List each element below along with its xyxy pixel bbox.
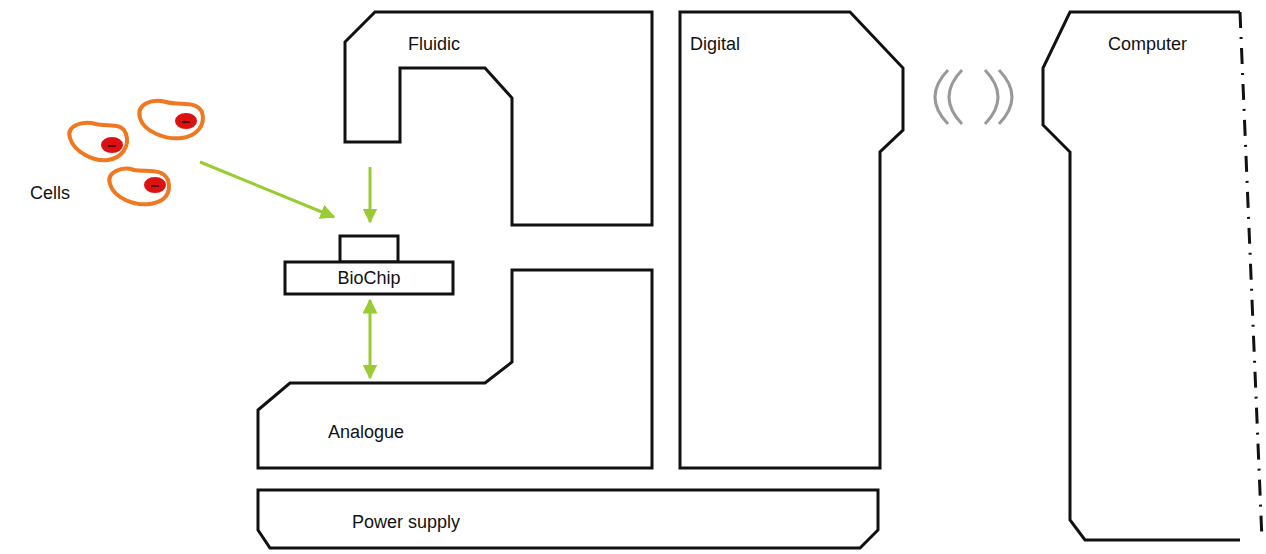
- module-label: Fluidic: [408, 33, 460, 55]
- outline-path: [680, 12, 903, 468]
- fluidic-module: Fluidic: [343, 10, 654, 227]
- outline-path: [258, 270, 652, 468]
- module-label: Digital: [690, 33, 740, 55]
- connector-arrow: [369, 300, 372, 378]
- module-label: Power supply: [352, 511, 460, 533]
- digital-module: Digital: [678, 10, 905, 470]
- analogue-module: Analogue: [256, 268, 654, 470]
- chip-outline: [285, 262, 453, 294]
- outline: [343, 10, 654, 227]
- module-label: Computer: [1108, 33, 1187, 55]
- chip-outline: [340, 236, 398, 262]
- connector-arrow: [369, 167, 372, 222]
- outline-path: [345, 12, 652, 225]
- cell: [139, 101, 203, 139]
- biochip: BioChip: [285, 236, 453, 294]
- outline-path: [1043, 12, 1240, 540]
- cells-arrow: [200, 162, 334, 217]
- outline: [256, 488, 880, 550]
- power-supply: Power supply: [256, 488, 880, 550]
- cells-label: Cells: [30, 182, 70, 204]
- outline: [256, 268, 654, 470]
- module-label: BioChip: [337, 267, 400, 289]
- module-label: Analogue: [328, 421, 404, 443]
- computer: Computer: [1041, 10, 1266, 542]
- open-edge: [1240, 12, 1262, 540]
- wireless-symbol: [935, 70, 1012, 124]
- cell: [109, 169, 169, 205]
- cell: [69, 123, 127, 160]
- outline: [1041, 10, 1266, 542]
- outline-path: [258, 490, 878, 548]
- outline: [678, 10, 905, 470]
